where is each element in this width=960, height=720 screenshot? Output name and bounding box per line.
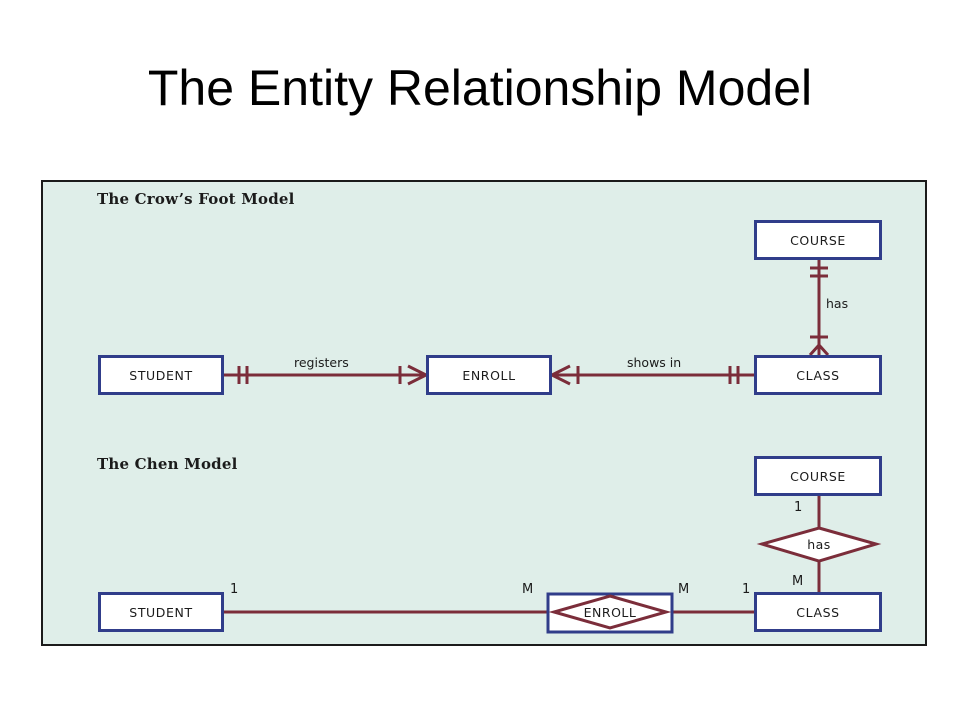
- cf-entity-student: STUDENT: [98, 355, 224, 395]
- chen-card-enroll-right: M: [678, 582, 690, 597]
- cf-entity-enroll: ENROLL: [426, 355, 552, 395]
- crows-foot-heading: The Crow’s Foot Model: [97, 190, 295, 208]
- chen-rel-has-label: has: [807, 536, 831, 552]
- crow-class-top-left: [808, 343, 821, 357]
- chen-entity-class: CLASS: [754, 592, 882, 632]
- chen-card-class: 1: [742, 582, 751, 597]
- cf-rel-registers: registers: [294, 355, 349, 370]
- cf-entity-course: COURSE: [754, 220, 882, 260]
- crow-class-top-right: [817, 343, 830, 357]
- chen-card-enroll-left: M: [522, 582, 534, 597]
- chen-card-has-class: M: [792, 574, 804, 589]
- chen-has-diamond: [756, 526, 882, 563]
- crow-enroll-left-lower: [407, 373, 427, 386]
- cf-entity-class: CLASS: [754, 355, 882, 395]
- connector-lines: [224, 260, 882, 634]
- cf-rel-shows-in: shows in: [627, 355, 682, 370]
- chen-entity-student: STUDENT: [98, 592, 224, 632]
- crow-enroll-right-upper: [551, 364, 571, 377]
- crow-enroll-right-lower: [551, 373, 571, 386]
- slide-title: The Entity Relationship Model: [147, 60, 813, 116]
- chen-card-student: 1: [230, 582, 239, 597]
- cf-rel-has: has: [826, 296, 849, 311]
- crow-enroll-left-upper: [407, 364, 427, 377]
- chen-heading: The Chen Model: [97, 455, 238, 473]
- chen-card-course-has: 1: [794, 500, 803, 515]
- er-diagram-figure: The Crow’s Foot Model COURSE STUDENT ENR…: [41, 180, 927, 646]
- chen-enroll-diamond: [548, 594, 672, 630]
- chen-rel-enroll-label: ENROLL: [583, 604, 637, 620]
- chen-entity-course: COURSE: [754, 456, 882, 496]
